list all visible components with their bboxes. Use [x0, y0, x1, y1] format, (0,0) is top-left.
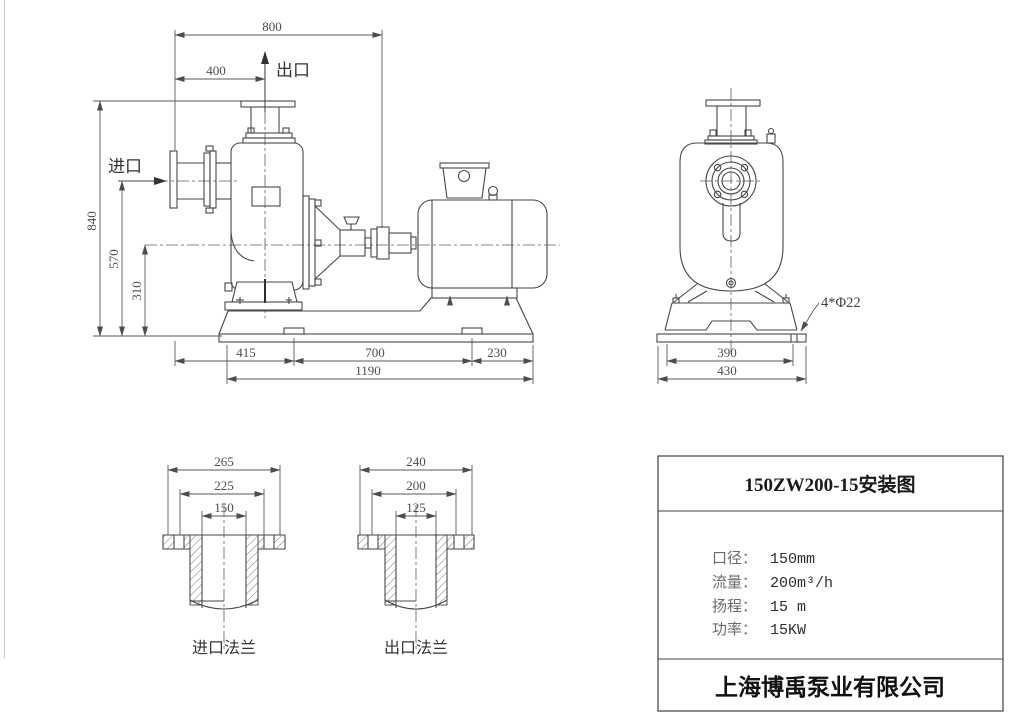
dim-225: 225 — [214, 478, 234, 493]
spec-value-diameter: 150mm — [770, 551, 815, 568]
outlet-flange-caption: 出口法兰 — [384, 639, 448, 657]
suction-flange-front — [705, 155, 757, 207]
terminal-box-hole — [457, 169, 471, 183]
dim-1190: 1190 — [355, 363, 381, 378]
spec-value-flow: 200m³/h — [770, 575, 833, 592]
inlet-flange-section — [162, 534, 286, 610]
dim-800: 800 — [262, 19, 282, 34]
dim-430: 430 — [717, 363, 737, 378]
side-view: 出口 进口 800 400 840 570 310 — [84, 19, 560, 384]
pump-outline — [169, 100, 417, 291]
spec-label-power: 功率： — [712, 621, 757, 638]
spec-value-power: 15KW — [770, 622, 806, 639]
dim-840: 840 — [84, 211, 99, 231]
dim-390: 390 — [717, 345, 737, 360]
drain-plug — [725, 277, 737, 289]
outlet-flange-detail: 240 200 125 出口法兰 — [357, 454, 475, 657]
eye-bolt — [487, 185, 499, 197]
dim-415: 415 — [236, 345, 256, 360]
spec-value-head: 15 m — [770, 599, 806, 616]
dim-570: 570 — [106, 249, 121, 269]
side-view-dimensions: 800 400 840 570 310 415 700 230 1190 — [84, 19, 534, 384]
dim-150: 150 — [214, 500, 234, 515]
dim-400: 400 — [206, 63, 226, 78]
outlet-label: 出口 — [276, 61, 310, 80]
vent-plug — [766, 133, 776, 144]
title-block: 150ZW200-15安装图 口径： 150mm 流量： 200m³/h 扬程：… — [657, 455, 1004, 712]
spec-label-diameter: 口径： — [712, 550, 757, 567]
title-block-title: 150ZW200-15安装图 — [744, 473, 915, 496]
dim-230: 230 — [487, 345, 507, 360]
inlet-flange-detail: 265 225 150 进口法兰 — [162, 454, 286, 657]
dim-700: 700 — [365, 345, 385, 360]
front-pedestal — [656, 302, 807, 343]
motor — [417, 162, 548, 306]
dim-265: 265 — [214, 454, 234, 469]
spec-rows: 口径： 150mm 流量： 200m³/h 扬程： 15 m 功率： 15KW — [712, 550, 833, 639]
inlet-flange-caption: 进口法兰 — [192, 639, 256, 657]
dim-125: 125 — [406, 500, 426, 515]
baseplate — [218, 279, 534, 343]
outlet-flange-section — [357, 534, 475, 610]
spec-label-head: 扬程： — [712, 598, 757, 615]
anchor-bolt-note: 4*Φ22 — [821, 295, 861, 311]
dim-200: 200 — [406, 478, 426, 493]
casing-slot — [722, 203, 741, 242]
dim-240: 240 — [406, 454, 426, 469]
flow-annotations: 出口 进口 — [108, 51, 310, 185]
dim-310: 310 — [129, 281, 144, 301]
pump-casing-front — [679, 142, 784, 292]
spec-label-flow: 流量： — [712, 574, 757, 591]
front-view: 390 430 4*Φ22 — [656, 88, 861, 384]
centerlines — [145, 112, 560, 318]
company-name: 上海博禹泵业有限公司 — [715, 674, 945, 700]
inlet-label: 进口 — [108, 157, 142, 176]
front-view-dimensions: 390 430 4*Φ22 — [657, 295, 861, 384]
